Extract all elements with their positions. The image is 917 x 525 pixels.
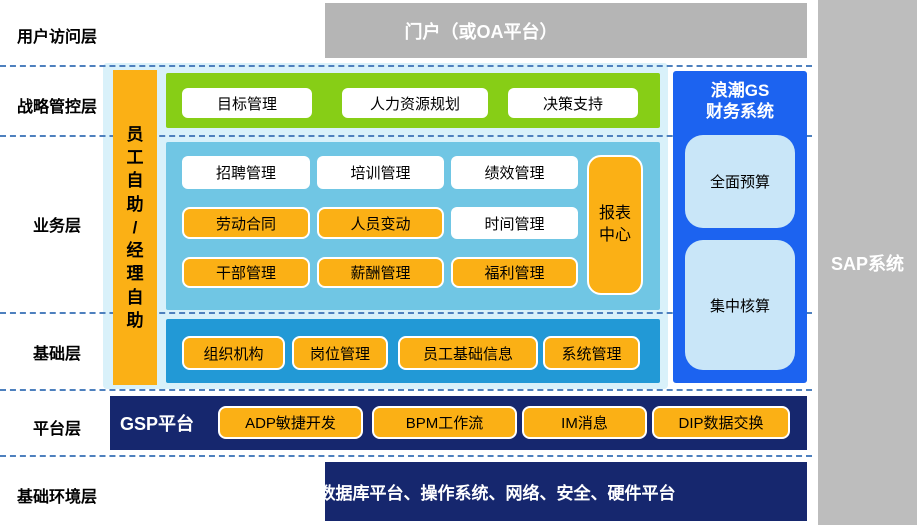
- business-layer-panel: 招聘管理 培训管理 绩效管理 劳动合同 人员变动 时间管理 干部管理 薪酬管理 …: [166, 142, 660, 310]
- self-service-char: 经: [126, 241, 144, 261]
- layer-label-user-access: 用户访问层: [16, 29, 97, 46]
- langchao-gs-title-line2: 财务系统: [706, 102, 774, 122]
- layer-divider-3: [0, 312, 812, 314]
- module-performance: 绩效管理: [451, 156, 578, 189]
- module-organization: 组织机构: [182, 336, 285, 370]
- self-service-char: 助: [126, 194, 144, 214]
- portal-title: 门户（或OA平台）: [404, 21, 558, 42]
- langchao-gs-title: 浪潮GS 财务系统: [673, 80, 807, 123]
- module-compensation: 薪酬管理: [317, 257, 444, 288]
- layer-divider-2: [0, 135, 812, 137]
- module-comprehensive-budget: 全面预算: [685, 135, 795, 228]
- gsp-platform-label: GSP平台: [120, 414, 195, 434]
- langchao-gs-finance-box: 浪潮GS 财务系统 全面预算 集中核算: [673, 71, 807, 383]
- module-recruitment: 招聘管理: [182, 156, 310, 189]
- layer-divider-4: [0, 389, 812, 391]
- module-report-center: 报表中心: [587, 155, 643, 295]
- module-dip-data-exchange: DIP数据交换: [652, 406, 790, 439]
- module-goal-management: 目标管理: [182, 88, 312, 118]
- self-service-char: 自: [126, 287, 144, 307]
- module-cadre-management: 干部管理: [182, 257, 310, 288]
- module-centralized-accounting: 集中核算: [685, 240, 795, 370]
- foundation-layer-bar: 组织机构 岗位管理 员工基础信息 系统管理: [166, 319, 660, 383]
- self-service-char: 自: [126, 171, 144, 191]
- layer-divider-1: [0, 65, 812, 67]
- layer-divider-5: [0, 455, 812, 457]
- module-time-management: 时间管理: [451, 207, 578, 239]
- portal-bar: 门户（或OA平台）: [325, 3, 807, 58]
- self-service-vertical-bar: 员 工 自 助 / 经 理 自 助: [113, 70, 157, 385]
- module-system-management: 系统管理: [543, 336, 640, 370]
- layer-label-foundation: 基础层: [32, 346, 81, 363]
- platform-layer-bar: GSP平台 ADP敏捷开发 BPM工作流 IM消息 DIP数据交换: [110, 396, 807, 450]
- self-service-char: 员: [126, 124, 144, 144]
- layer-label-business: 业务层: [32, 218, 81, 235]
- module-adp-agile-dev: ADP敏捷开发: [218, 406, 363, 439]
- strategic-layer-bar: 目标管理 人力资源规划 决策支持: [166, 73, 660, 128]
- module-im-message: IM消息: [522, 406, 647, 439]
- layer-label-environment: 基础环境层: [16, 489, 97, 506]
- self-service-char: 理: [126, 264, 144, 284]
- module-employee-base-info: 员工基础信息: [398, 336, 538, 370]
- self-service-char: 工: [126, 148, 144, 168]
- self-service-char: 助: [126, 310, 144, 330]
- environment-text: 数据库平台、操作系统、网络、安全、硬件平台: [318, 484, 676, 503]
- module-decision-support: 决策支持: [508, 88, 638, 118]
- sap-system-label: SAP系统: [830, 253, 904, 274]
- module-training: 培训管理: [317, 156, 444, 189]
- environment-layer-bar: 数据库平台、操作系统、网络、安全、硬件平台: [319, 462, 807, 521]
- langchao-gs-title-line1: 浪潮GS: [710, 81, 770, 100]
- module-position-management: 岗位管理: [292, 336, 388, 370]
- layer-label-strategic: 战略管控层: [16, 99, 97, 116]
- self-service-char: /: [132, 217, 138, 237]
- module-hr-planning: 人力资源规划: [342, 88, 488, 118]
- module-bpm-workflow: BPM工作流: [372, 406, 517, 439]
- module-welfare: 福利管理: [451, 257, 578, 288]
- layer-label-platform: 平台层: [32, 421, 81, 438]
- module-labor-contract: 劳动合同: [182, 207, 310, 239]
- sap-system-column: SAP系统: [818, 0, 917, 525]
- module-personnel-change: 人员变动: [317, 207, 444, 239]
